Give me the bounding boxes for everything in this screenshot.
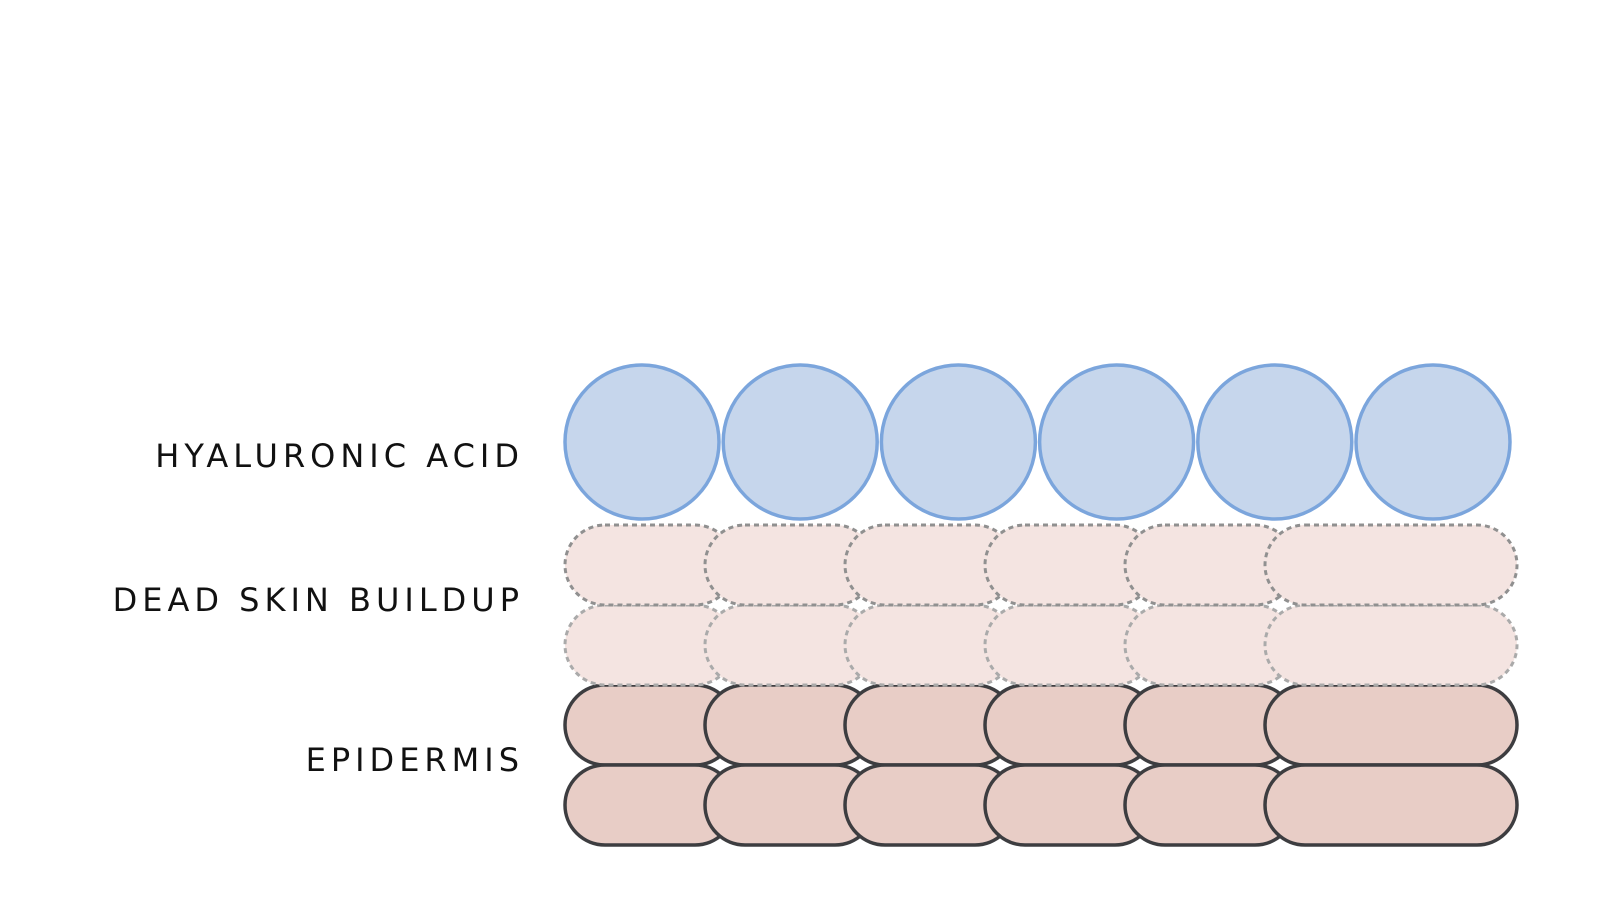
hyaluronic-acid-molecule [1037,363,1196,521]
epidermis-layer [563,683,1519,847]
hyaluronic-acid-label: HYALURONIC ACID [155,437,524,475]
dead-skin-cell [703,523,877,607]
hyaluronic-acid-molecule [721,363,879,521]
hyaluronic-acid-molecule [879,363,1038,521]
dead-skin-cell [1123,523,1297,607]
epidermis-label: EPIDERMIS [305,741,524,779]
dead-skin-cell [983,523,1157,607]
epidermis-cell [1263,763,1519,847]
dead-skin-cell [563,523,737,607]
hyaluronic-acid-layer [563,363,1512,521]
hyaluronic-acid-molecule [1196,363,1354,521]
dead-skin-cell [1263,603,1519,687]
dead-skin-cell [1263,523,1519,607]
hyaluronic-acid-molecule [1354,363,1512,521]
epidermis-cell [1263,683,1519,767]
dead-skin-layer [563,523,1519,687]
hyaluronic-acid-molecule [563,363,721,521]
dead-skin-cell [843,523,1017,607]
dead-skin-buildup-label: DEAD SKIN BUILDUP [112,581,524,619]
